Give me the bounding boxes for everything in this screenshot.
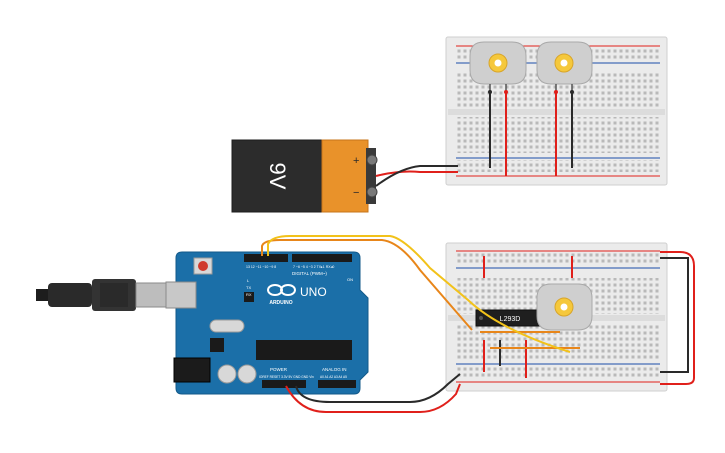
arduino-model-label: UNO (300, 285, 327, 299)
battery-9v[interactable] (231, 139, 378, 213)
analog-pin-labels: A0 A1 A2 A3 A4 A5 (320, 375, 347, 379)
on-led-label: ON (347, 277, 353, 282)
digital-header-label: DIGITAL (PWM~) (292, 271, 327, 276)
arduino-brand-label: ARDUINO (269, 300, 292, 306)
power-pin-labels: IOREF RESET 3.3V 5V GND GND Vin (259, 375, 314, 379)
motor-1[interactable] (469, 41, 527, 95)
battery-voltage-label: 9V (265, 163, 290, 190)
chip-label: L293D (500, 316, 521, 323)
arduino-logo-icon (267, 284, 296, 296)
battery-minus-label: − (353, 187, 359, 199)
orange-signal-wire[interactable] (261, 239, 473, 331)
top-breadboard-wires (488, 90, 574, 176)
rx-label: RX (246, 292, 252, 297)
battery-black-wire[interactable] (375, 165, 458, 187)
five-volt-wire[interactable] (285, 383, 461, 413)
top-pin-labels-b: 7 ~6 ~5 4 ~3 2 TX▸1 RX◂0 (293, 265, 334, 269)
yellow-signal-wire[interactable] (267, 235, 571, 353)
ground-wire[interactable] (295, 373, 461, 403)
tx-label: TX (246, 285, 251, 290)
battery-plus-label: + (353, 155, 359, 167)
motor-3[interactable] (536, 283, 593, 331)
top-pin-labels: 13 12 ~11 ~10 ~9 8 (246, 265, 276, 269)
right-red-jumper[interactable] (660, 251, 695, 385)
usb-cable-icon[interactable] (36, 279, 167, 311)
analog-header-label: ANALOG IN (322, 367, 347, 372)
power-header-label: POWER (270, 367, 288, 372)
right-black-jumper[interactable] (660, 257, 689, 373)
motor-2[interactable] (536, 41, 593, 95)
arduino-uno-board[interactable] (165, 251, 369, 395)
l-led-label: L (247, 278, 250, 283)
